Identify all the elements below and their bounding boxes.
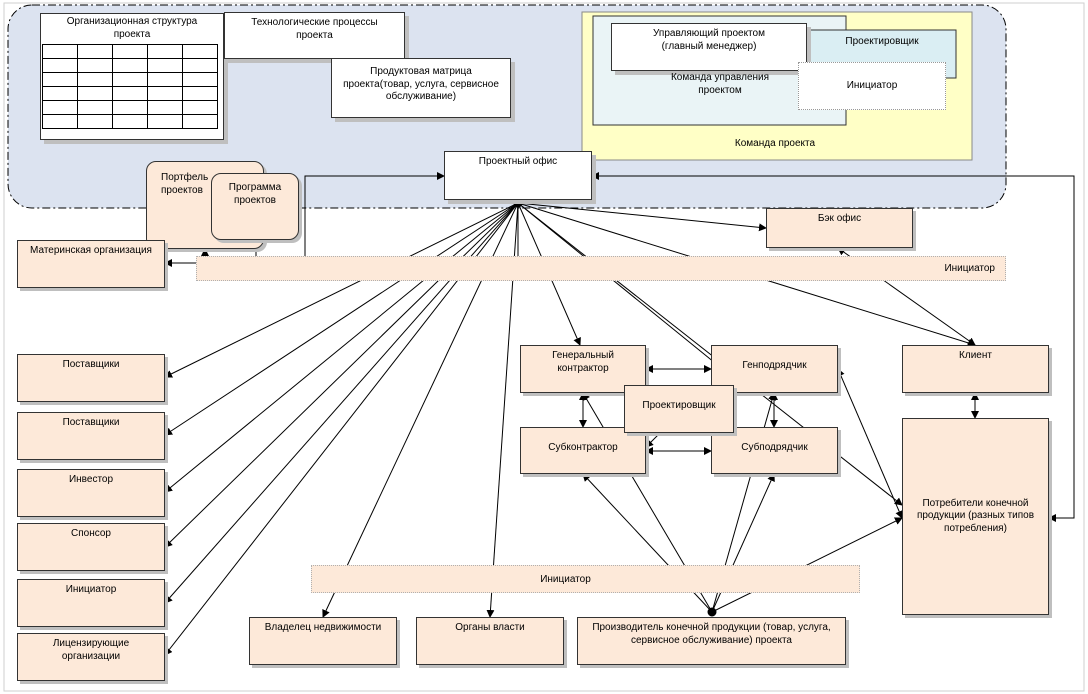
project-team-label: Команда проекта [734, 138, 816, 149]
initiator-left-box: Инициатор [17, 579, 165, 627]
sub-subcontractor-box: Субподрядчик [711, 427, 838, 474]
end-consumers-box: Потребители конечной продукции (разных т… [902, 418, 1049, 615]
management-team-label: Команда управления проектом [670, 72, 770, 96]
initiator-band-top: Инициатор [196, 256, 1006, 281]
project-manager-box: Управляющий проектом (главный менеджер) [611, 23, 807, 71]
parent-org-to-office [304, 172, 445, 263]
back-office-box: Бэк офис [766, 208, 913, 248]
designer-mid-box: Проектировщик [624, 385, 734, 433]
investor-box: Инвестор [17, 469, 165, 517]
hub-to-left-3 [164, 202, 519, 548]
gs-to-consumers [837, 368, 903, 519]
general-contractor-box: Генеральный контрактор [520, 345, 646, 393]
authorities-box: Органы власти [416, 617, 564, 665]
suppliers-2-box: Поставщики [17, 412, 165, 460]
initiator-band-top-label: Инициатор [944, 263, 995, 274]
sponsor-box: Спонсор [17, 523, 165, 571]
licensing-box: Лицензирующие организации [17, 633, 165, 681]
initiator-top-box: Инициатор [798, 62, 946, 110]
project-office-box: Проектный офис [444, 151, 592, 200]
suppliers-1-box: Поставщики [17, 354, 165, 402]
hub-to-gen-subcontractor [517, 202, 721, 368]
hub-to-left-1 [164, 202, 519, 436]
designer-sc [645, 432, 661, 448]
office-right-loop [591, 172, 1075, 522]
hub-to-left-2 [164, 202, 519, 493]
org-structure-label: Организационная структура проекта [66, 16, 198, 40]
parent-org-box: Материнская организация [17, 240, 165, 288]
tech-processes-box: Технологические процессы проекта [224, 12, 405, 59]
org-structure-table [42, 44, 218, 129]
client-box: Клиент [902, 345, 1049, 393]
initiator-band-bottom: Инициатор [311, 565, 860, 593]
property-owner-box: Владелец недвижимости [249, 617, 397, 665]
outer-frame [3, 2, 1085, 692]
subcontractor-box: Субконтрактор [520, 427, 646, 474]
product-matrix-box: Продуктовая матрица проекта(товар, услуг… [331, 58, 511, 118]
hub-to-left-0 [164, 202, 519, 378]
initiator-band-bottom-label: Инициатор [540, 573, 591, 585]
producer-box: Производитель конечной продукции (товар,… [577, 617, 846, 665]
program-box: Программа проектов [211, 173, 299, 240]
designer-top-label: Проектировщик [845, 36, 919, 47]
